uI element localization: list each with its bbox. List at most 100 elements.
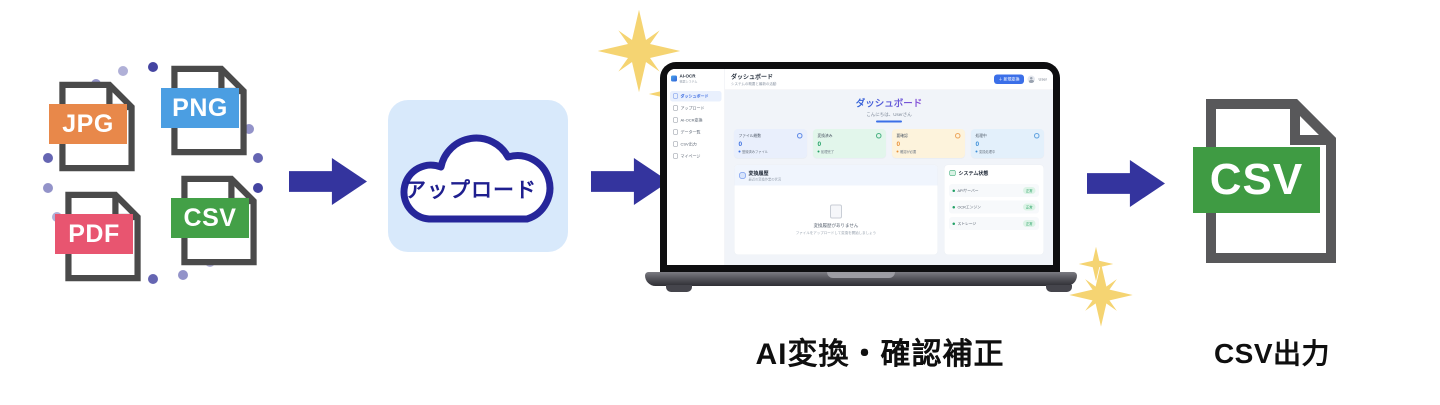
stat-note: 確認が必要 bbox=[900, 150, 917, 155]
png-file-icon: PNG bbox=[161, 62, 248, 159]
hero-underline bbox=[876, 120, 902, 123]
page-title: ダッシュボード bbox=[731, 73, 774, 81]
arrow-right-icon bbox=[289, 158, 367, 205]
system-status-panel: システム状態 APIサーバー 正常 OCRエ bbox=[943, 164, 1044, 255]
jpg-file-icon: JPG bbox=[49, 78, 136, 175]
status-badge: 正常 bbox=[1023, 220, 1036, 227]
list-icon bbox=[673, 129, 678, 135]
upload-icon bbox=[673, 105, 678, 111]
status-row-storage: ストレージ 正常 bbox=[948, 217, 1039, 230]
laptop-notch bbox=[827, 272, 895, 278]
sparkle-icon bbox=[1069, 263, 1133, 327]
laptop-foot bbox=[666, 285, 692, 292]
status-dot bbox=[738, 150, 741, 153]
stat-card-converted: 変換済み 0 処理完了 bbox=[813, 129, 886, 158]
sidebar-item-label: CSV出力 bbox=[680, 141, 697, 147]
sidebar-item-label: マイページ bbox=[680, 153, 701, 159]
panel-subtitle: 最近の変換作業の状況 bbox=[748, 178, 782, 182]
stat-label: ファイル総数 bbox=[738, 133, 762, 139]
upload-label: アップロード bbox=[405, 179, 537, 202]
pdf-label: PDF bbox=[55, 214, 133, 254]
status-label: APIサーバー bbox=[957, 188, 979, 193]
png-text: PNG bbox=[172, 93, 228, 122]
csv-label: CSV bbox=[171, 198, 249, 238]
laptop-base bbox=[645, 272, 1077, 286]
csv-output-text: CSV bbox=[1209, 155, 1304, 204]
arrow-right-icon bbox=[591, 158, 669, 205]
stat-card-total-files: ファイル総数 0 登録済みファイル bbox=[734, 129, 807, 158]
sidebar-item-ocr[interactable]: AI-OCR変換 bbox=[670, 115, 722, 126]
dashboard-main: ダッシュボード こんにちは、Userさん ファイル総数 0 登録済みファイル bbox=[725, 90, 1053, 265]
hero-title: ダッシュボード bbox=[856, 96, 923, 110]
status-dot bbox=[975, 150, 978, 153]
warning-icon bbox=[955, 133, 961, 139]
hero-greeting: こんにちは、Userさん bbox=[866, 112, 912, 117]
ai-step-caption: AI変換・確認補正 bbox=[755, 338, 1005, 371]
sidebar-item-upload[interactable]: アップロード bbox=[670, 103, 722, 114]
stat-note: 処理完了 bbox=[821, 150, 834, 155]
stat-label: 要確認 bbox=[896, 133, 908, 139]
pdf-file-icon: PDF bbox=[55, 188, 142, 285]
green-dot-icon bbox=[952, 189, 955, 192]
green-dot-icon bbox=[952, 205, 955, 209]
page-subtitle: システムの概要と最新の活動 bbox=[731, 82, 777, 86]
stat-value: 0 bbox=[975, 140, 980, 148]
sidebar-item-label: データ一覧 bbox=[680, 129, 701, 135]
status-badge: 正常 bbox=[1023, 203, 1036, 211]
csv-text: CSV bbox=[183, 203, 237, 232]
input-file-formats: PNG JPG CSV PDF bbox=[40, 50, 270, 295]
csv-output-label: CSV bbox=[1193, 147, 1320, 213]
system-status-icon bbox=[949, 169, 956, 176]
stat-card-processing: 処理中 0 変換処理中 bbox=[971, 129, 1044, 158]
stat-note: 登録済みファイル bbox=[742, 150, 768, 155]
status-label: OCRエンジン bbox=[957, 204, 981, 210]
jpg-text: JPG bbox=[62, 109, 114, 138]
avatar[interactable] bbox=[1027, 75, 1036, 83]
dashboard-icon bbox=[673, 93, 678, 99]
sidebar-nav: ダッシュボード アップロード AI-OCR変換 データ一覧 CSV出力 マイペー… bbox=[667, 90, 725, 162]
sidebar-item-csv-export[interactable]: CSV出力 bbox=[670, 139, 722, 150]
sidebar-item-label: AI-OCR変換 bbox=[680, 117, 703, 123]
brand-name: AI-OCR bbox=[679, 73, 696, 79]
user-icon bbox=[673, 153, 678, 159]
stat-card-needs-review: 要確認 0 確認が必要 bbox=[892, 129, 965, 158]
laptop-screen: AI-OCR 帳票システム ダッシュボード アップロード AI-OCR変換 デー… bbox=[667, 69, 1053, 265]
export-icon bbox=[673, 141, 678, 147]
empty-title: 変換履歴がありません bbox=[813, 223, 859, 228]
sidebar-item-data-list[interactable]: データ一覧 bbox=[670, 127, 722, 138]
stat-value: 0 bbox=[738, 140, 743, 148]
processing-icon bbox=[1034, 133, 1040, 139]
green-dot-icon bbox=[952, 222, 955, 225]
panel-title: システム状態 bbox=[958, 171, 989, 177]
sparkle-icon bbox=[597, 9, 681, 93]
sparkle-icon bbox=[1078, 246, 1114, 282]
file-count-icon bbox=[797, 133, 803, 139]
empty-state: 変換履歴がありません ファイルをアップロードして変換を開始しましょう bbox=[735, 186, 938, 255]
user-name: User bbox=[1038, 77, 1047, 82]
sidebar-item-label: アップロード bbox=[680, 105, 705, 111]
new-conversion-button[interactable]: ＋ 新規変換 bbox=[993, 74, 1025, 84]
stat-cards: ファイル総数 0 登録済みファイル 変換済み 0 処理完了 bbox=[734, 129, 1044, 158]
status-dot bbox=[817, 150, 820, 153]
stat-value: 0 bbox=[817, 140, 822, 148]
status-badge: 正常 bbox=[1023, 187, 1036, 194]
logo-icon bbox=[671, 75, 677, 82]
cloud-icon bbox=[400, 134, 554, 223]
png-label: PNG bbox=[161, 88, 239, 128]
converted-icon bbox=[876, 133, 882, 139]
sidebar-item-label: ダッシュボード bbox=[680, 93, 709, 99]
sidebar-item-mypage[interactable]: マイページ bbox=[670, 151, 722, 162]
stat-label: 変換済み bbox=[817, 133, 833, 139]
laptop-screen-bezel: AI-OCR 帳票システム ダッシュボード アップロード AI-OCR変換 デー… bbox=[660, 62, 1060, 272]
dashboard-topbar: ダッシュボード システムの概要と最新の活動 ＋ 新規変換 User bbox=[725, 69, 1053, 90]
panel-title: 変換履歴 bbox=[748, 171, 769, 177]
brand-tagline: 帳票システム bbox=[679, 80, 698, 84]
status-label: ストレージ bbox=[957, 221, 977, 226]
dashboard-hero: ダッシュボード こんにちは、Userさん bbox=[734, 96, 1044, 123]
csv-output-file-icon: CSV bbox=[1193, 98, 1337, 264]
upload-step: アップロード bbox=[388, 100, 568, 252]
status-row-api-server: APIサーバー 正常 bbox=[948, 184, 1039, 197]
sidebar-item-dashboard[interactable]: ダッシュボード bbox=[670, 90, 722, 102]
status-row-ocr-engine: OCRエンジン 正常 bbox=[948, 200, 1039, 214]
